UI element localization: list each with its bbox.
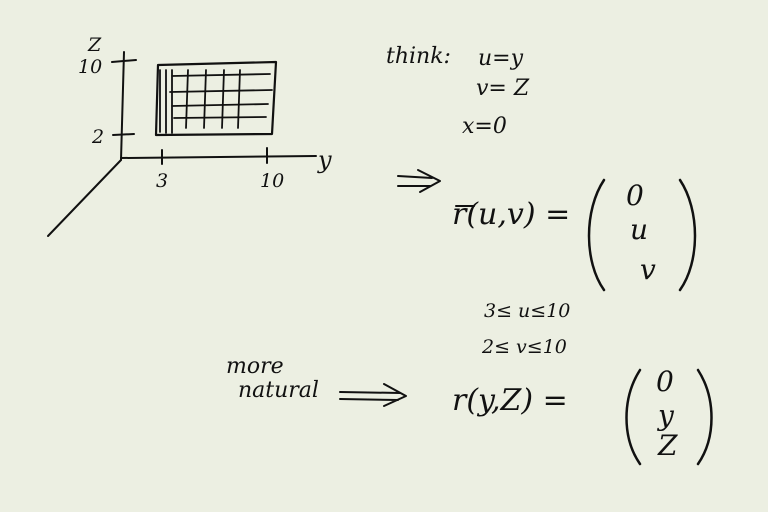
z-axis-line — [120, 51, 125, 161]
param1-lhs: r(u,v) = — [452, 197, 571, 232]
tick-z-10 — [111, 59, 137, 63]
note-v-equals-z: v= Z — [476, 76, 530, 101]
axis-z-label: Z — [88, 34, 102, 56]
tick-label-y-10: 10 — [260, 170, 285, 192]
tick-label-z-2: 2 — [92, 126, 105, 148]
bound-v: 2≤ v≤10 — [482, 336, 567, 358]
implies-arrow-1 — [397, 169, 441, 193]
param1-vector-z: v — [640, 253, 656, 286]
vector2-left-paren — [625, 368, 642, 466]
rectangle-grid — [169, 69, 273, 129]
tick-label-y-3: 3 — [156, 170, 169, 192]
natural-label: natural — [238, 378, 319, 403]
x-axis-line — [47, 159, 122, 237]
note-u-equals-y: u=y — [478, 46, 524, 71]
parameter-rectangle — [154, 60, 278, 137]
note-x-equals-0: x=0 — [462, 114, 507, 139]
y-axis-line — [120, 155, 317, 159]
param1-vector-y: u — [630, 213, 649, 246]
vector1-left-paren — [587, 178, 606, 292]
axis-y-label: y — [318, 146, 332, 174]
param2-vector-y: y — [658, 399, 674, 432]
implies-arrow-2 — [339, 383, 407, 407]
rectangle-left-edge — [159, 69, 173, 134]
more-label: more — [226, 354, 284, 379]
param2-vector-z: Z — [658, 429, 678, 462]
param2-lhs: r(y,Z) = — [452, 383, 568, 418]
tick-z-2 — [112, 133, 135, 136]
tick-label-z-10: 10 — [78, 56, 103, 78]
param1-vector-x: 0 — [626, 179, 644, 212]
note-think: think: — [386, 44, 451, 69]
vector2-right-paren — [696, 368, 713, 466]
bound-u: 3≤ u≤10 — [484, 300, 571, 322]
vector1-right-paren — [678, 178, 697, 292]
param2-vector-x: 0 — [656, 365, 674, 398]
